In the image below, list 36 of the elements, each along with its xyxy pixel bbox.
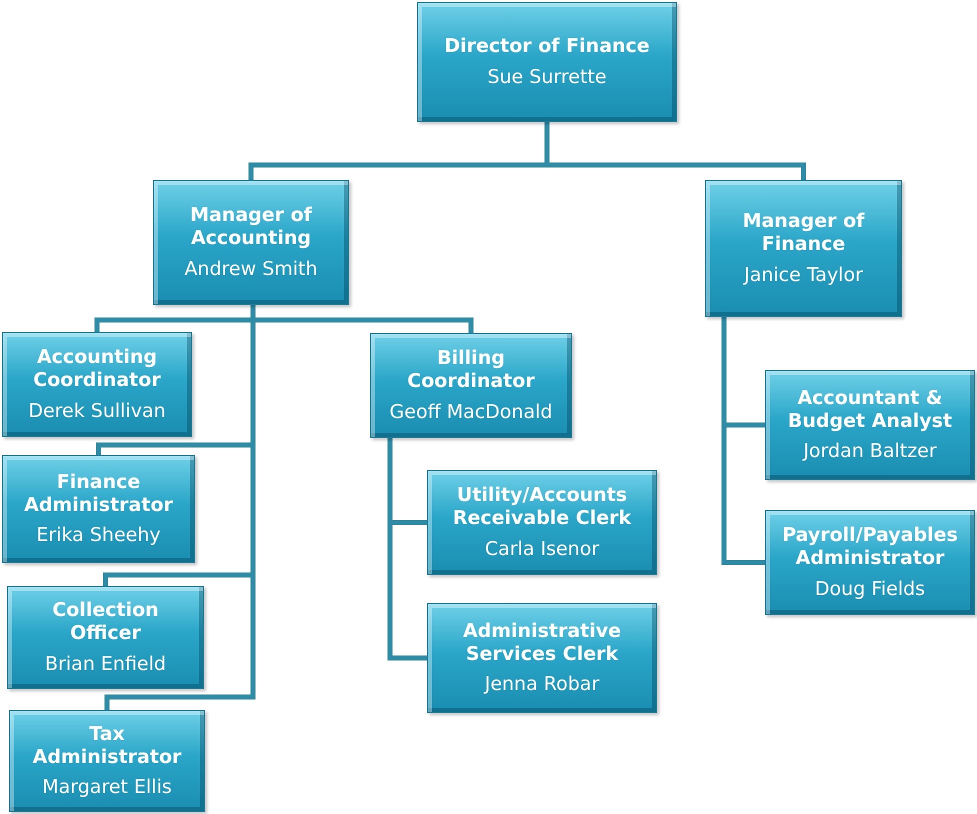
job-title: Payroll/Payables Administrator xyxy=(781,524,959,570)
org-box xyxy=(9,710,205,812)
org-box xyxy=(427,470,657,575)
person-name: Erika Sheehy xyxy=(36,524,161,548)
person-name: Sue Surrette xyxy=(487,66,607,89)
job-title: Utility/Accounts Receivable Clerk xyxy=(452,484,632,530)
org-box xyxy=(2,332,192,437)
person-name: Geoff MacDonald xyxy=(390,400,552,424)
person-name: Derek Sullivan xyxy=(28,400,166,423)
job-title: Manager of Finance xyxy=(742,210,866,256)
org-box xyxy=(765,370,975,480)
org-box xyxy=(153,180,349,305)
org-box xyxy=(370,333,572,438)
org-box xyxy=(7,586,204,689)
job-title: Collection Officer xyxy=(51,599,160,645)
org-box xyxy=(705,180,902,317)
job-title: Accountant & Budget Analyst xyxy=(786,386,954,432)
job-title: Director of Finance xyxy=(444,35,650,58)
org-box xyxy=(765,510,975,615)
person-name: Brian Enfield xyxy=(45,652,166,676)
person-name: Andrew Smith xyxy=(184,258,318,281)
org-box xyxy=(417,2,677,122)
job-title: Billing Coordinator xyxy=(406,347,536,393)
job-title: Tax Administrator xyxy=(32,722,182,768)
person-name: Carla Isenor xyxy=(484,538,600,561)
org-box xyxy=(2,455,195,563)
job-title: Finance Administrator xyxy=(23,470,174,516)
person-name: Jenna Robar xyxy=(484,673,600,696)
person-name: Doug Fields xyxy=(814,578,926,601)
job-title: Accounting Coordinator xyxy=(32,346,162,392)
org-box xyxy=(427,603,657,713)
person-name: Janice Taylor xyxy=(744,264,863,287)
job-title: Administrative Services Clerk xyxy=(462,620,622,666)
person-name: Margaret Ellis xyxy=(42,776,172,800)
job-title: Manager of Accounting xyxy=(189,204,313,250)
person-name: Jordan Baltzer xyxy=(803,440,937,464)
